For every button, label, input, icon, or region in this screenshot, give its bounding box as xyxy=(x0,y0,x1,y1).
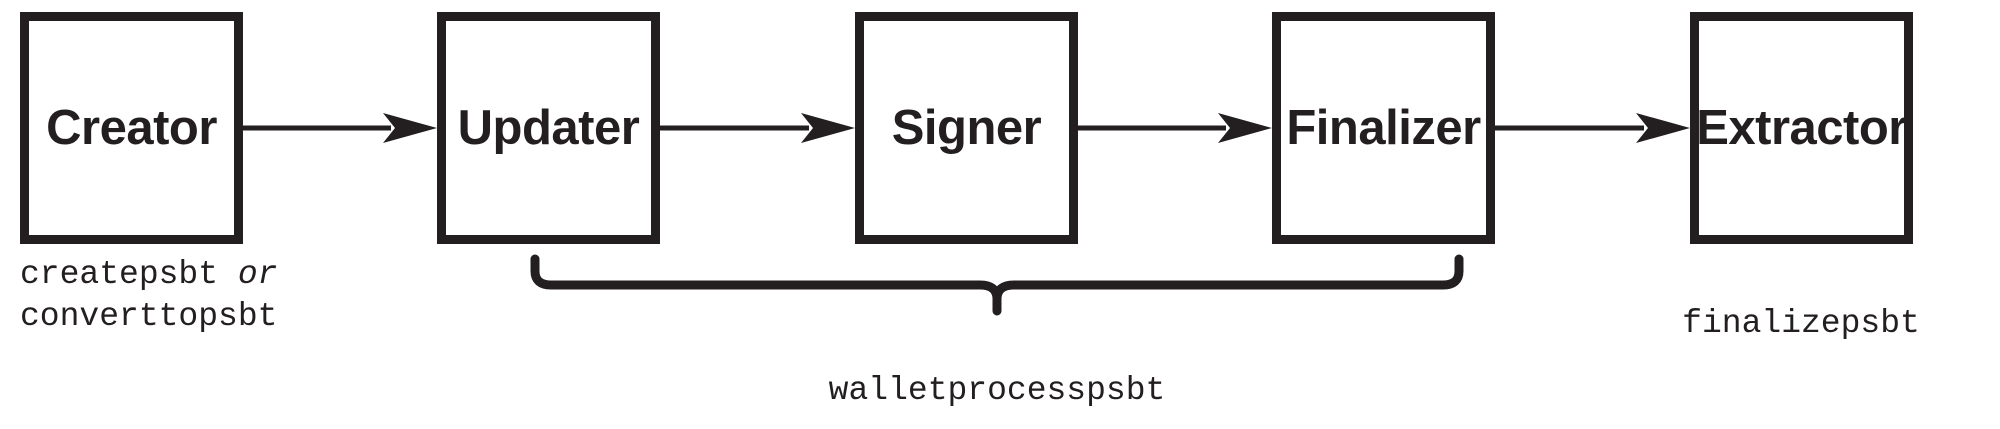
stage-label-signer: Signer xyxy=(891,100,1042,155)
arrow-updater-to-signer xyxy=(660,113,855,143)
annotation-converttopsbt: converttopsbt xyxy=(20,298,278,336)
stage-box-creator: Creator xyxy=(20,12,243,244)
stage-label-extractor: Extractor xyxy=(1696,100,1907,155)
annotation-finalizepsbt: finalizepsbt xyxy=(1682,305,1920,342)
stage-label-updater: Updater xyxy=(457,100,640,155)
stage-box-signer: Signer xyxy=(855,12,1078,244)
stage-box-extractor: Extractor xyxy=(1690,12,1913,244)
annotation-creator-command: createpsbt or converttopsbt xyxy=(20,254,350,338)
annotation-creator-line1: createpsbt or xyxy=(20,254,350,296)
stage-box-updater: Updater xyxy=(437,12,660,244)
annotation-createpsbt: createpsbt xyxy=(20,256,219,293)
arrow-creator-to-updater xyxy=(243,113,437,143)
stage-box-finalizer: Finalizer xyxy=(1272,12,1495,244)
annotation-walletprocesspsbt: walletprocesspsbt xyxy=(828,372,1166,409)
arrow-signer-to-finalizer xyxy=(1078,113,1272,143)
stage-label-finalizer: Finalizer xyxy=(1286,100,1481,155)
grouping-brace xyxy=(530,254,1464,316)
arrow-finalizer-to-extractor xyxy=(1495,113,1690,143)
stage-label-creator: Creator xyxy=(46,100,217,155)
annotation-or: or xyxy=(237,256,278,293)
annotation-extractor-command: finalizepsbt xyxy=(1641,303,1961,345)
annotation-brace-command: walletprocesspsbt xyxy=(697,370,1297,412)
